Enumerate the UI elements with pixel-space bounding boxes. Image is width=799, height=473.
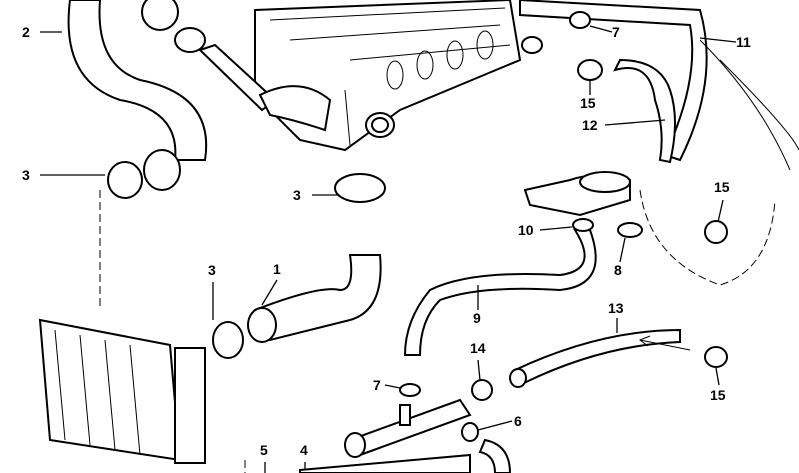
callout-10: 10 bbox=[518, 222, 534, 238]
callout-6: 6 bbox=[514, 413, 522, 429]
callout-3: 3 bbox=[22, 167, 30, 183]
clamp-6 bbox=[461, 422, 479, 442]
callout-11: 11 bbox=[736, 34, 751, 50]
hose-2-lower-end bbox=[143, 149, 181, 191]
hose-9 bbox=[403, 229, 597, 356]
clamp-10 bbox=[572, 218, 594, 232]
callout-3: 3 bbox=[208, 262, 216, 278]
clamp-8 bbox=[617, 222, 643, 238]
callout-2: 2 bbox=[22, 24, 30, 40]
leader-lines bbox=[40, 25, 737, 473]
callout-5: 5 bbox=[260, 442, 268, 458]
callout-15: 15 bbox=[580, 95, 596, 111]
clamp-3a bbox=[107, 161, 143, 199]
hose-11 bbox=[519, 0, 708, 162]
clamp bbox=[174, 27, 206, 53]
callout-3: 3 bbox=[293, 187, 301, 203]
hose-1 bbox=[253, 254, 382, 342]
hose-2 bbox=[67, 0, 208, 161]
hose-12 bbox=[613, 58, 676, 164]
callout-8: 8 bbox=[614, 262, 622, 278]
callout-1: 1 bbox=[273, 261, 281, 277]
clamp-3c bbox=[212, 321, 244, 359]
radiator bbox=[38, 318, 206, 464]
callout-15: 15 bbox=[710, 387, 726, 403]
callout-14: 14 bbox=[470, 340, 486, 356]
clamp-7b bbox=[399, 383, 421, 397]
clamp-3b bbox=[334, 173, 386, 203]
hose-2-end bbox=[141, 0, 179, 31]
callout-12: 12 bbox=[582, 117, 598, 133]
callout-9: 9 bbox=[473, 310, 481, 326]
hose-13 bbox=[513, 328, 681, 387]
callout-7: 7 bbox=[373, 377, 381, 393]
callout-15: 15 bbox=[714, 179, 730, 195]
callout-7: 7 bbox=[612, 24, 620, 40]
callout-4: 4 bbox=[300, 442, 308, 458]
cylinder-head bbox=[198, 0, 522, 152]
callout-13: 13 bbox=[608, 300, 624, 316]
clamp-14 bbox=[471, 379, 493, 401]
